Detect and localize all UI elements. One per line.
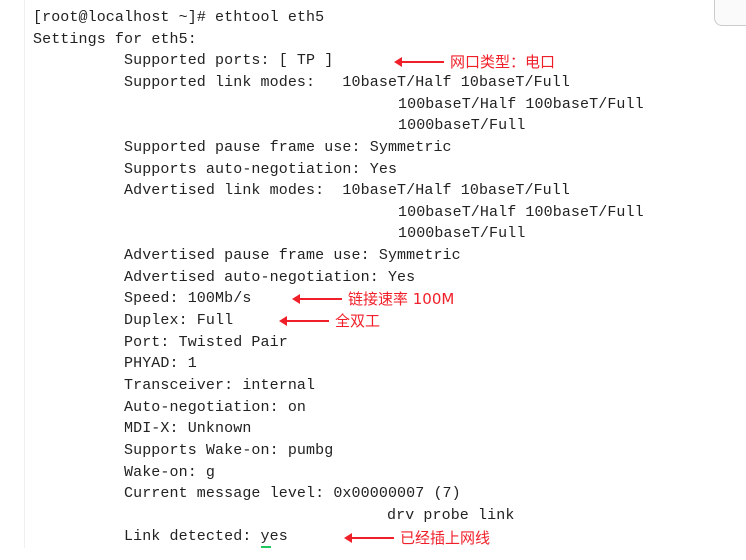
annotation-text: 已经插上网线 bbox=[400, 529, 491, 547]
terminal-line: Settings for eth5: bbox=[33, 31, 197, 48]
terminal-line: Supported pause frame use: Symmetric bbox=[124, 139, 452, 156]
terminal-line: MDI-X: Unknown bbox=[124, 420, 252, 437]
terminal-line: PHYAD: 1 bbox=[124, 355, 197, 372]
terminal-line: Supports auto-negotiation: Yes bbox=[124, 161, 398, 178]
cursor bbox=[261, 546, 271, 548]
terminal-line: Advertised link modes: 10baseT/Half 10ba… bbox=[124, 182, 570, 199]
terminal-line: Auto-negotiation: on bbox=[124, 399, 307, 416]
terminal-line: [root@localhost ~]# ethtool eth5 bbox=[33, 9, 325, 26]
arrow-left-icon bbox=[394, 56, 444, 67]
annotation-speed: 链接速率 100M bbox=[292, 288, 455, 309]
terminal-line: Supported link modes: 10baseT/Half 10bas… bbox=[124, 74, 570, 91]
annotation-duplex: 全双工 bbox=[279, 310, 381, 331]
terminal-line: Transceiver: internal bbox=[124, 377, 316, 394]
window-corner bbox=[714, 0, 746, 26]
annotation-port-type: 网口类型：电口 bbox=[394, 51, 556, 72]
terminal-line: Advertised pause frame use: Symmetric bbox=[124, 247, 461, 264]
terminal-line: Supported ports: [ TP ] bbox=[124, 52, 334, 69]
terminal-line: Advertised auto-negotiation: Yes bbox=[124, 269, 416, 286]
arrow-left-icon bbox=[279, 315, 329, 326]
terminal-line: Supports Wake-on: pumbg bbox=[124, 442, 334, 459]
annotation-link: 已经插上网线 bbox=[344, 527, 491, 548]
terminal-line: Speed: 100Mb/s bbox=[124, 290, 252, 307]
arrow-left-icon bbox=[292, 293, 342, 304]
terminal-line: 100baseT/Half 100baseT/Full bbox=[398, 96, 644, 113]
annotation-text: 全双工 bbox=[335, 312, 381, 330]
terminal-line: 1000baseT/Full bbox=[398, 225, 526, 242]
terminal-line: 1000baseT/Full bbox=[398, 117, 526, 134]
terminal-line: 100baseT/Half 100baseT/Full bbox=[398, 204, 644, 221]
terminal-line: Duplex: Full bbox=[124, 312, 234, 329]
annotation-text: 链接速率 100M bbox=[348, 290, 455, 308]
divider bbox=[24, 0, 25, 548]
terminal-line: drv probe link bbox=[387, 507, 515, 524]
terminal-line: Port: Twisted Pair bbox=[124, 334, 288, 351]
annotation-text: 网口类型：电口 bbox=[450, 53, 556, 71]
terminal-line: Wake-on: g bbox=[124, 464, 216, 481]
terminal-line: Link detected: yes bbox=[124, 528, 288, 545]
terminal-line: Current message level: 0x00000007 (7) bbox=[124, 485, 461, 502]
arrow-left-icon bbox=[344, 532, 394, 543]
